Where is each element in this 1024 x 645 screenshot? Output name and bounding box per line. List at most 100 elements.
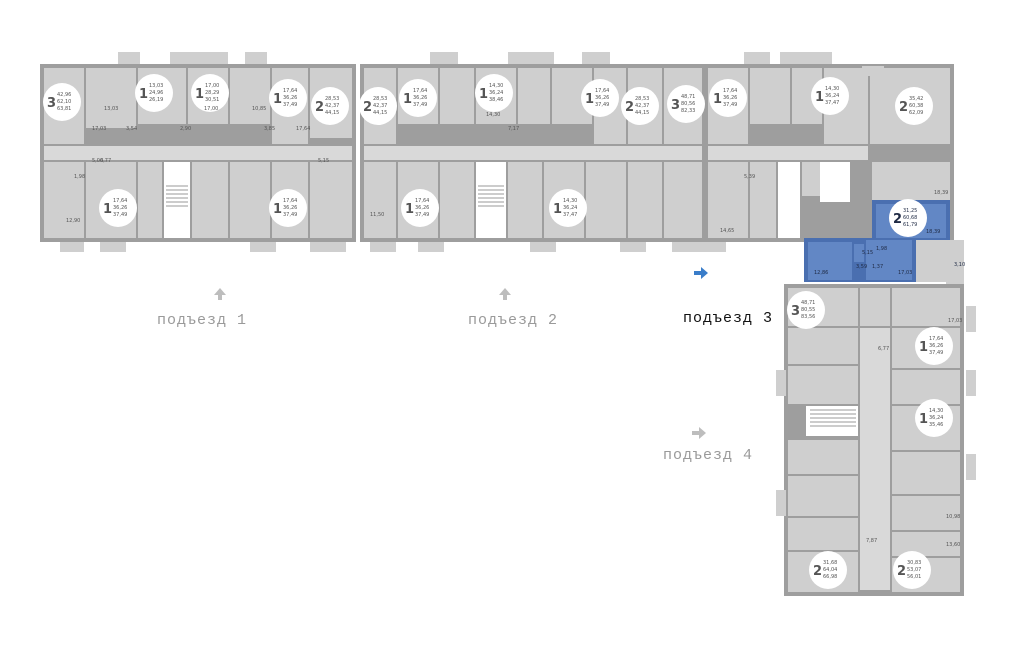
area-value: 44,15 bbox=[325, 110, 339, 116]
entrance-3[interactable]: подъезд 3 bbox=[683, 267, 773, 327]
area-value: 26,19 bbox=[149, 97, 163, 103]
room-count: 1 bbox=[273, 202, 282, 217]
room-area: 14,30 bbox=[486, 112, 500, 118]
area-value: 17,64 bbox=[595, 88, 609, 94]
badge-circle bbox=[667, 85, 705, 123]
area-value: 28,29 bbox=[205, 90, 219, 96]
room-count: 1 bbox=[405, 202, 414, 217]
room-area: 7,87 bbox=[866, 538, 877, 544]
area-value: 36,26 bbox=[283, 95, 297, 101]
area-value: 36,24 bbox=[563, 205, 577, 211]
area-value: 36,26 bbox=[595, 95, 609, 101]
area-value: 31,68 bbox=[823, 560, 837, 566]
badge-circle bbox=[359, 87, 397, 125]
room-count: 2 bbox=[363, 100, 372, 115]
badge-circle bbox=[401, 189, 439, 227]
room-count: 1 bbox=[479, 87, 488, 102]
badge-circle bbox=[581, 79, 619, 117]
room-area: 12,90 bbox=[66, 218, 80, 224]
badge-circle bbox=[43, 83, 81, 121]
area-value: 64,04 bbox=[823, 567, 837, 573]
area-value: 62,09 bbox=[909, 110, 923, 116]
area-value: 37,49 bbox=[595, 102, 609, 108]
entrance-4[interactable]: подъезд 4 bbox=[663, 427, 753, 464]
area-value: 48,71 bbox=[801, 300, 815, 306]
area-value: 14,30 bbox=[929, 408, 943, 414]
entrance-2[interactable]: подъезд 2 bbox=[468, 288, 558, 329]
area-value: 17,64 bbox=[415, 198, 429, 204]
badge-circle bbox=[135, 74, 173, 112]
room-area: 17,03 bbox=[92, 126, 106, 132]
room-count: 3 bbox=[671, 98, 680, 113]
badge-circle bbox=[99, 189, 137, 227]
room-count: 3 bbox=[791, 304, 800, 319]
room-count: 3 bbox=[47, 96, 56, 111]
badge-circle bbox=[399, 79, 437, 117]
room-area: 7,17 bbox=[508, 126, 519, 132]
area-value: 36,26 bbox=[723, 95, 737, 101]
entrance-label: подъезд 1 bbox=[157, 312, 247, 329]
area-value: 17,64 bbox=[723, 88, 737, 94]
room-area: 12,86 bbox=[814, 270, 828, 276]
room-area: 17,64 bbox=[296, 126, 310, 132]
area-value: 42,37 bbox=[373, 103, 387, 109]
area-value: 80,56 bbox=[681, 101, 695, 107]
area-value: 14,30 bbox=[825, 86, 839, 92]
area-value: 42,96 bbox=[57, 92, 71, 98]
room-area: 10,98 bbox=[946, 514, 960, 520]
entrance-1[interactable]: подъезд 1 bbox=[157, 288, 247, 329]
badge-circle bbox=[475, 74, 513, 112]
entrance-label: подъезд 3 bbox=[683, 310, 773, 327]
room-count: 1 bbox=[713, 92, 722, 107]
area-value: 37,49 bbox=[283, 212, 297, 218]
area-value: 42,37 bbox=[635, 103, 649, 109]
room-count: 1 bbox=[919, 412, 928, 427]
area-value: 30,51 bbox=[205, 97, 219, 103]
area-value: 35,42 bbox=[909, 96, 923, 102]
area-value: 35,46 bbox=[929, 422, 943, 428]
arrow-up-icon bbox=[499, 288, 511, 300]
area-value: 36,24 bbox=[825, 93, 839, 99]
area-value: 60,38 bbox=[909, 103, 923, 109]
room-area: 5,15 bbox=[318, 158, 329, 164]
area-value: 37,47 bbox=[563, 212, 577, 218]
area-value: 37,49 bbox=[929, 350, 943, 356]
arrow-right-icon bbox=[692, 427, 706, 439]
badge-circle bbox=[191, 74, 229, 112]
room-area: 10,85 bbox=[252, 106, 266, 112]
area-value: 28,53 bbox=[635, 96, 649, 102]
area-value: 44,15 bbox=[635, 110, 649, 116]
room-area: 2,90 bbox=[180, 126, 191, 132]
area-value: 62,10 bbox=[57, 99, 71, 105]
entrance-label: подъезд 4 bbox=[663, 447, 753, 464]
area-value: 44,15 bbox=[373, 110, 387, 116]
badge-circle bbox=[811, 77, 849, 115]
room-area: 5,39 bbox=[744, 174, 755, 180]
area-value: 14,30 bbox=[563, 198, 577, 204]
